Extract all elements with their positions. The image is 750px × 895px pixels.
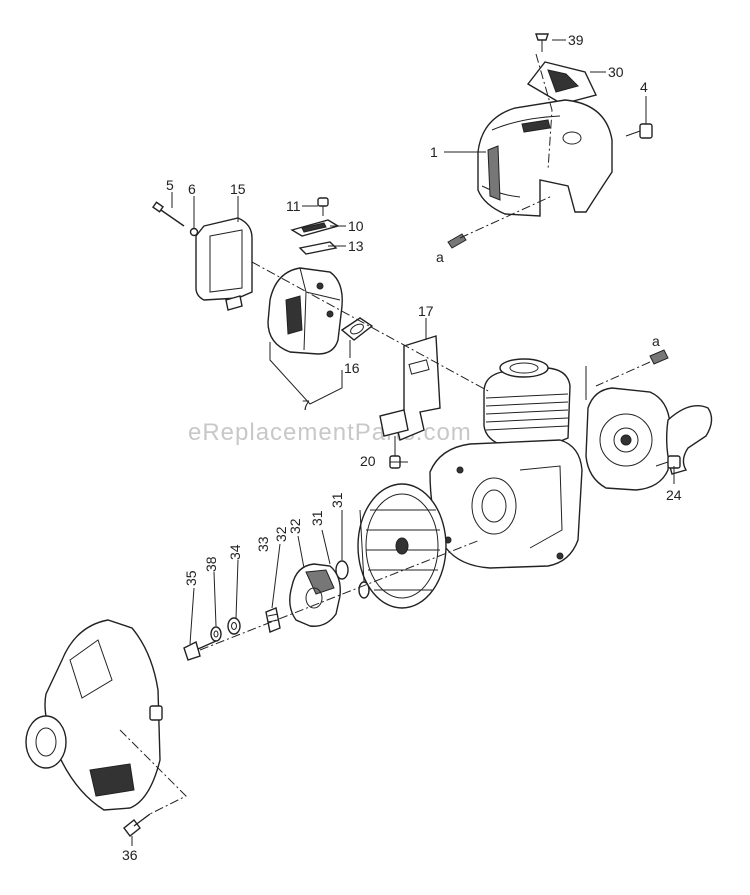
label-part-7: 7 xyxy=(302,397,310,413)
part-11-screw xyxy=(317,197,329,216)
part-1-top-cover xyxy=(477,99,613,217)
part-32-clutch xyxy=(289,563,341,627)
part-30-top-bracket xyxy=(526,61,597,105)
label-part-16: 16 xyxy=(344,360,360,376)
axis-line-muffler xyxy=(251,261,491,393)
part-6-washer xyxy=(189,227,199,237)
label-part-11: 11 xyxy=(286,198,301,214)
label-part-32-right: 32 xyxy=(287,518,303,534)
clutch-housing xyxy=(25,619,163,811)
part-7-muffler xyxy=(267,267,343,355)
label-part-39: 39 xyxy=(568,32,584,48)
axis-line-cover xyxy=(535,53,553,171)
label-part-24: 24 xyxy=(666,487,682,503)
label-part-17: 17 xyxy=(418,303,434,319)
label-part-31-left: 31 xyxy=(309,510,325,526)
part-24-screw xyxy=(655,455,681,469)
engine-cylinder xyxy=(483,358,571,447)
label-part-10: 10 xyxy=(348,218,364,234)
label-part-30: 30 xyxy=(608,64,624,80)
leader-lines xyxy=(131,39,675,846)
part-31-washer-lower xyxy=(358,581,370,599)
reference-arrow-a-lower xyxy=(595,349,669,387)
label-part-20: 20 xyxy=(360,453,376,469)
part-10-clip xyxy=(290,219,340,237)
label-part-36: 36 xyxy=(122,847,138,863)
reference-arrow-a-upper xyxy=(447,195,553,249)
label-part-13: 13 xyxy=(348,238,364,254)
label-part-38: 38 xyxy=(203,556,219,572)
part-4-screw xyxy=(625,123,653,139)
label-part-15: 15 xyxy=(230,181,246,197)
recoil-starter-housing xyxy=(585,387,713,491)
watermark-text: eReplacementParts.com xyxy=(188,419,472,446)
part-5-bolt xyxy=(152,201,185,227)
axis-line-housing xyxy=(119,729,187,815)
label-part-33: 33 xyxy=(255,536,271,552)
label-ref-a-upper: a xyxy=(436,249,444,265)
label-part-5: 5 xyxy=(166,177,174,193)
part-15-muffler-cover xyxy=(195,217,253,311)
part-17-heat-shield xyxy=(379,335,441,441)
engine-crankcase xyxy=(429,439,583,569)
label-part-31-right: 31 xyxy=(329,492,345,508)
part-34-washer xyxy=(227,617,241,635)
label-ref-a-lower: a xyxy=(652,333,660,349)
label-part-6: 6 xyxy=(188,181,196,197)
part-38-washer xyxy=(210,626,222,642)
label-part-34: 34 xyxy=(227,544,243,560)
axis-line-crank xyxy=(199,539,481,651)
part-31-washer-upper xyxy=(335,560,349,580)
callout-labels: 39 30 4 1 a 5 6 15 11 10 13 17 16 7 a 20… xyxy=(122,32,682,863)
label-part-32-left: 32 xyxy=(273,526,289,542)
part-36-screw xyxy=(123,813,151,837)
part-13-plate xyxy=(298,241,338,255)
part-39-screw xyxy=(535,33,549,52)
part-16-gasket xyxy=(340,317,374,341)
label-part-1: 1 xyxy=(430,144,438,160)
flywheel xyxy=(357,483,447,609)
part-35-bolt xyxy=(183,640,217,661)
label-part-4: 4 xyxy=(640,79,648,95)
label-part-35: 35 xyxy=(183,570,199,586)
part-33-spring xyxy=(265,607,281,633)
